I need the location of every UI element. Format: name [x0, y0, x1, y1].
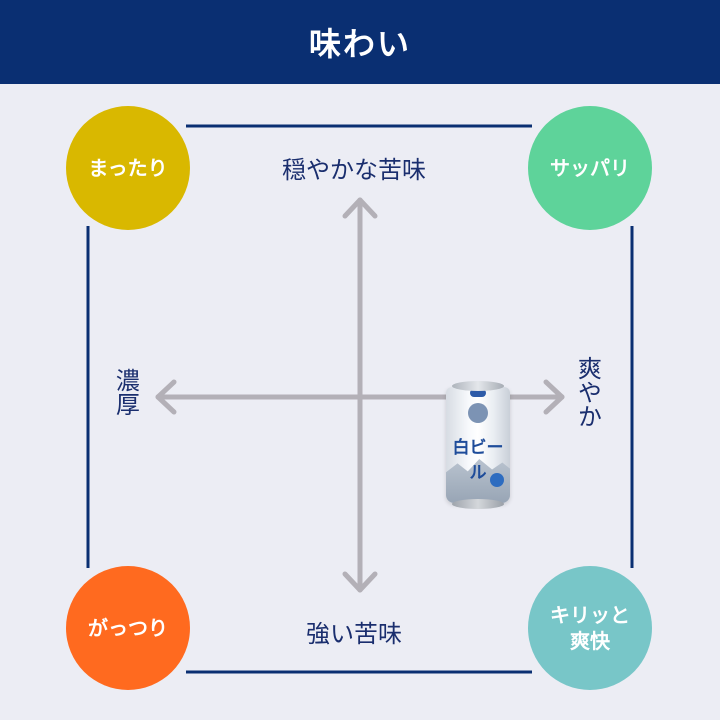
corner-mattari-label: まったり [88, 155, 167, 181]
axis-label-bottom: 強い苦味 [306, 614, 402, 649]
can-badge [490, 473, 504, 487]
can-emblem [468, 403, 488, 423]
can-top [452, 381, 504, 391]
corner-kiritto-soukai: キリッと 爽快 [528, 566, 652, 690]
axis-label-top: 穏やかな苦味 [282, 150, 426, 185]
corner-mattari: まったり [66, 106, 190, 230]
corner-kiritto-soukai-label: キリッと 爽快 [550, 602, 630, 654]
corner-gattsuri: がっつり [66, 566, 190, 690]
axis-label-right: 爽やか [574, 356, 600, 428]
axis-label-left: 濃厚 [112, 368, 138, 416]
beer-can-icon: 白ビール [446, 381, 510, 509]
corner-sappari: サッパリ [528, 106, 652, 230]
can-bottom [452, 499, 504, 509]
taste-map: まったり サッパリ がっつり キリッと 爽快 穏やかな苦味 強い苦味 濃厚 爽や… [0, 84, 720, 720]
page-title: 味わい [309, 19, 411, 65]
corner-sappari-label: サッパリ [550, 155, 630, 181]
header-bar: 味わい [0, 0, 720, 84]
corner-gattsuri-label: がっつり [88, 615, 168, 641]
